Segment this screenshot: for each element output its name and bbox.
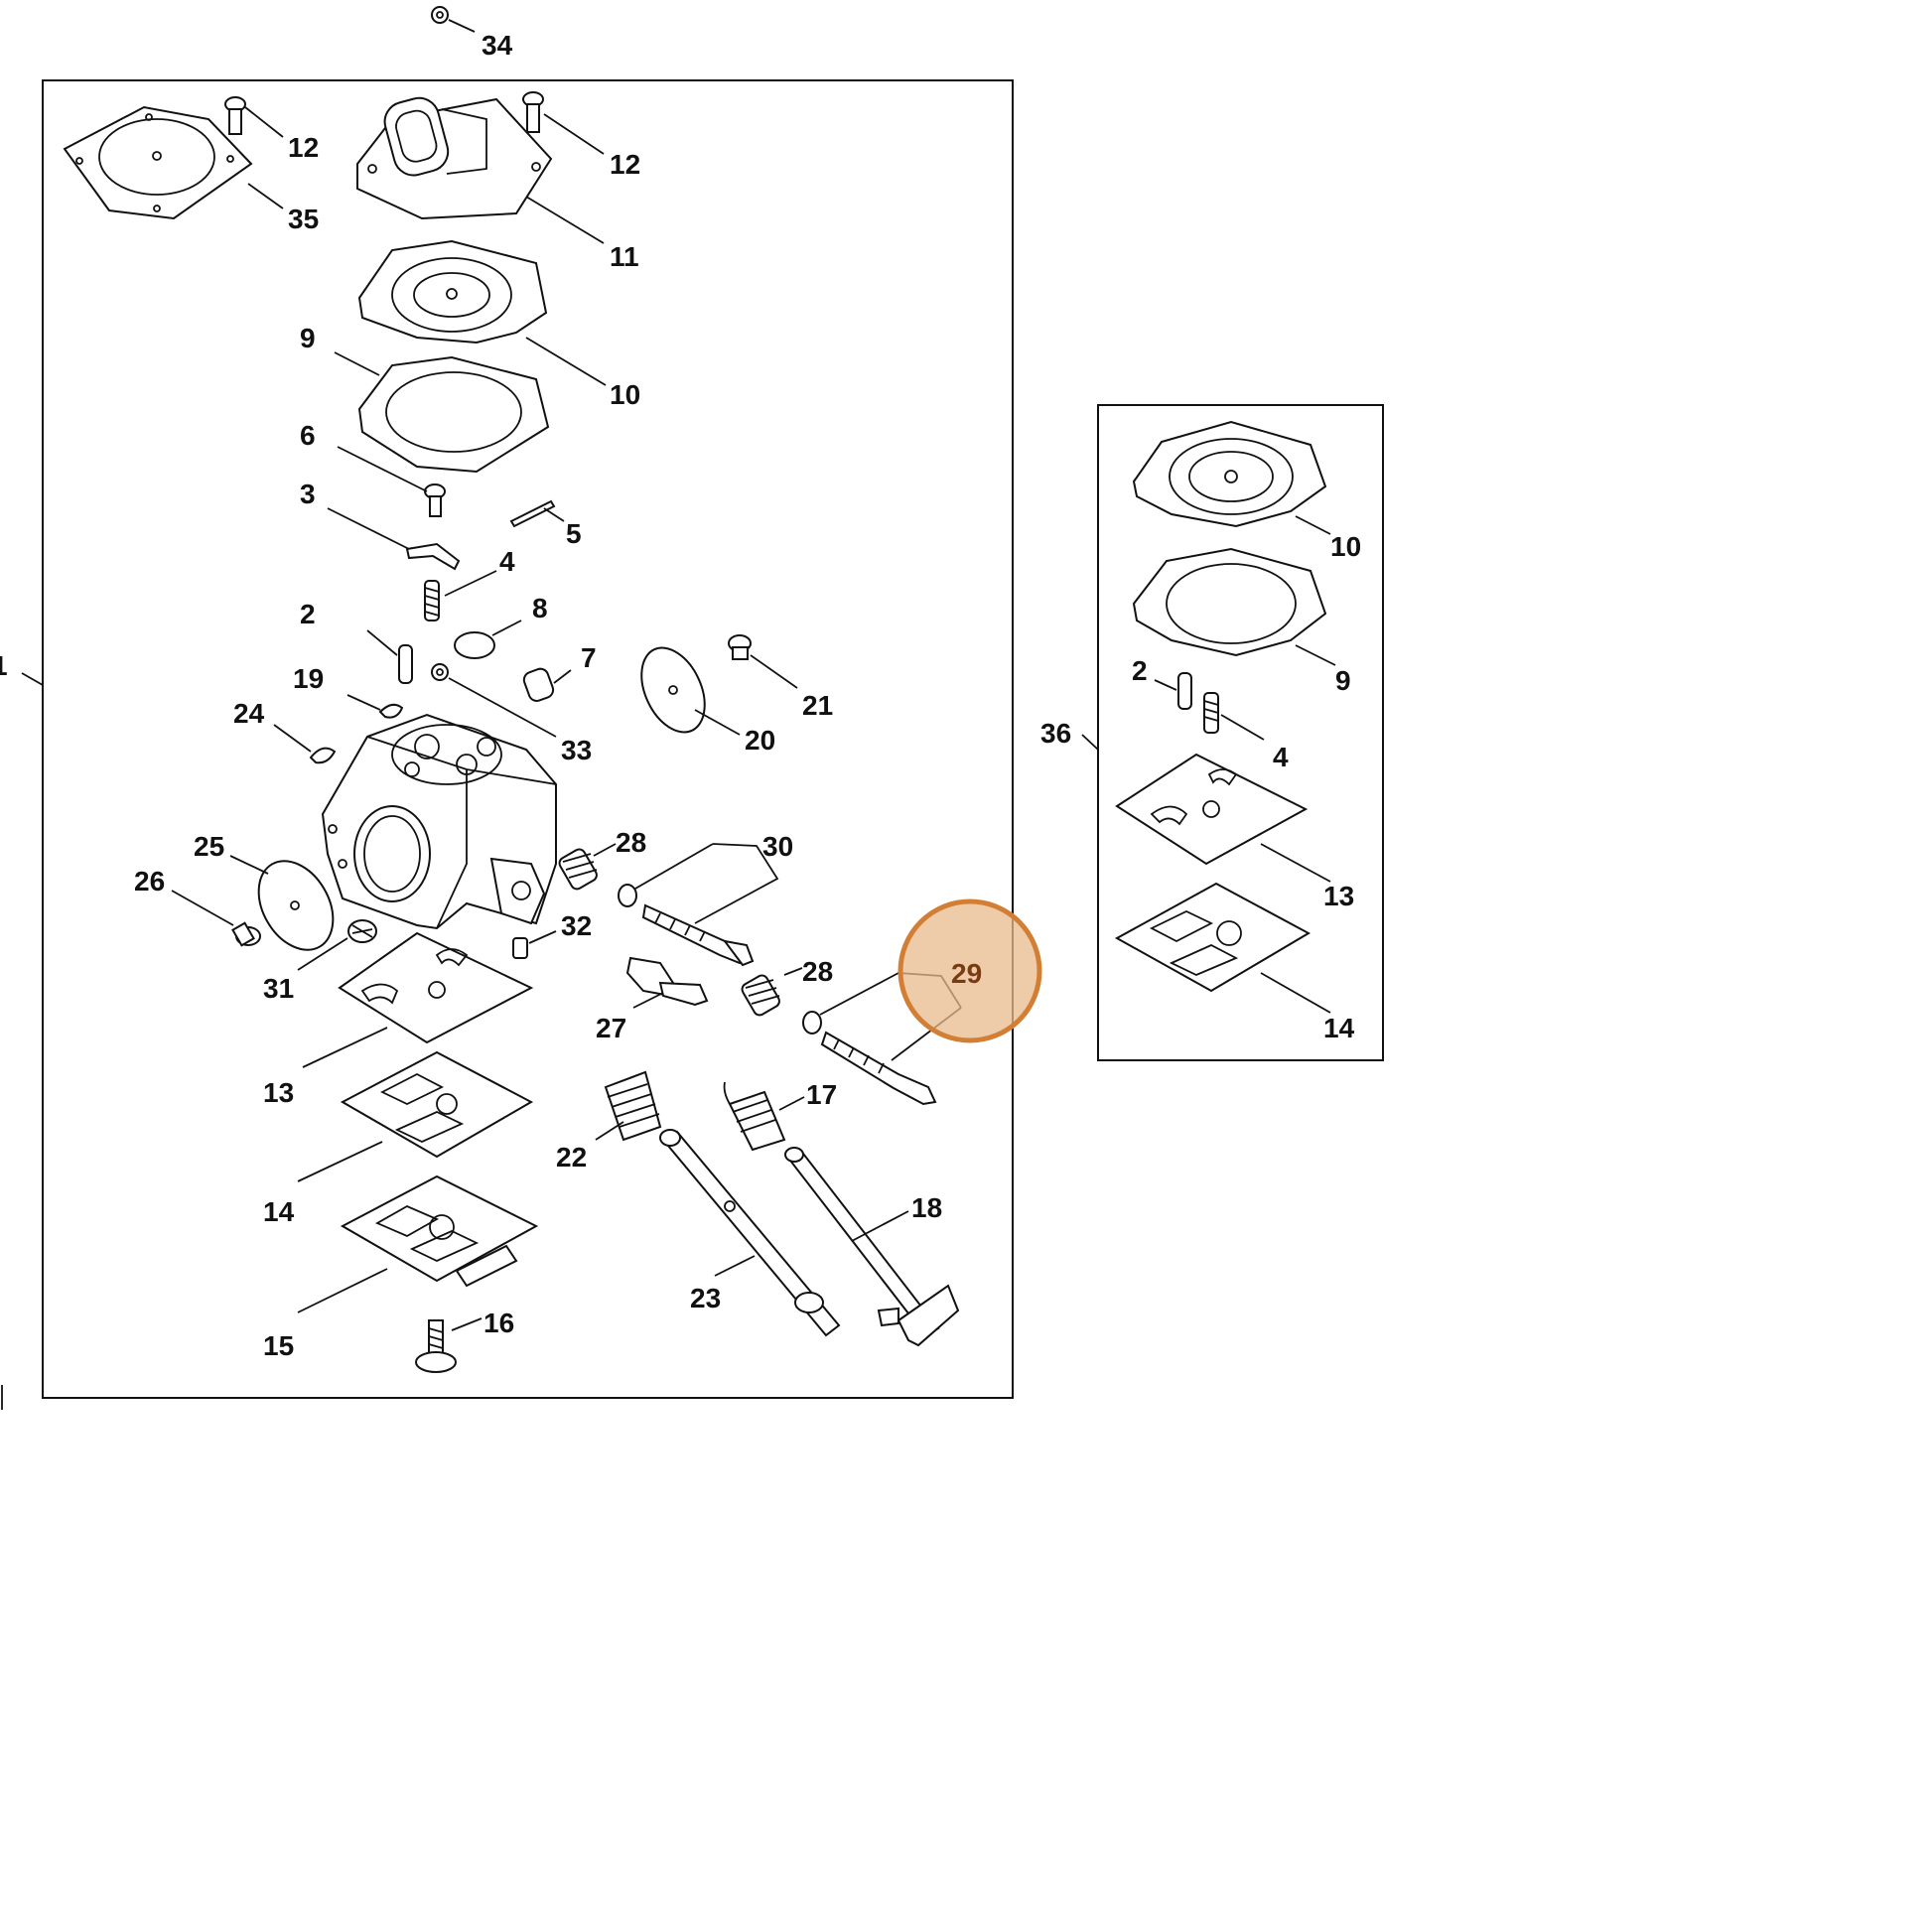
part-28-spring-lower xyxy=(741,967,803,1017)
part-34-nut xyxy=(431,6,476,33)
kit-frame xyxy=(1097,404,1384,1061)
label-34: 34 xyxy=(482,30,513,61)
label-20: 20 xyxy=(745,725,775,756)
part-26-screw xyxy=(171,890,261,947)
leader-1 xyxy=(21,672,44,686)
kit-part-13-diaphragm xyxy=(1115,753,1331,883)
part-2-needle xyxy=(366,629,413,684)
label-10: 10 xyxy=(610,379,640,410)
part-14-gasket xyxy=(297,1050,534,1182)
kit-part-10-diaphragm xyxy=(1132,420,1331,535)
kit-part-14-gasket xyxy=(1114,882,1331,1014)
part-13-metering-diaphragm xyxy=(302,931,534,1068)
part-28-spring-upper xyxy=(558,843,617,891)
part-35-cover xyxy=(63,105,284,220)
label-8: 8 xyxy=(532,593,548,623)
label-6: 6 xyxy=(300,420,316,451)
label-30: 30 xyxy=(762,831,793,862)
kit-label-9: 9 xyxy=(1335,665,1351,696)
part-17-spring xyxy=(723,1081,805,1152)
part-10-diaphragm xyxy=(357,239,607,386)
part-4-spring xyxy=(424,570,497,621)
kit-part-4-spring xyxy=(1203,692,1265,741)
label-29[interactable]: 29 xyxy=(951,958,982,989)
label-35: 35 xyxy=(288,204,319,234)
part-15-metering-cover xyxy=(297,1174,539,1313)
label-26: 26 xyxy=(134,866,165,897)
part-3-lever xyxy=(327,507,461,571)
kit-label-36: 36 xyxy=(1040,718,1071,749)
part-32-sleeve xyxy=(512,930,557,959)
part-8-plug xyxy=(454,620,522,659)
label-28-upper: 28 xyxy=(616,827,646,858)
part-18-throttle-shaft xyxy=(784,1147,960,1347)
label-1: 1 xyxy=(0,650,8,681)
part-7-bushing xyxy=(522,667,572,702)
label-32: 32 xyxy=(561,910,592,941)
label-9: 9 xyxy=(300,323,316,353)
label-31: 31 xyxy=(263,973,294,1004)
label-23: 23 xyxy=(690,1283,721,1313)
kit-label-4: 4 xyxy=(1273,742,1289,772)
label-28-lower: 28 xyxy=(802,956,833,987)
kit-label-13: 13 xyxy=(1323,881,1354,911)
part-5-pin xyxy=(509,499,565,528)
label-18: 18 xyxy=(911,1192,942,1223)
label-27: 27 xyxy=(596,1013,626,1043)
label-17: 17 xyxy=(806,1079,837,1110)
label-16: 16 xyxy=(483,1308,514,1338)
label-7: 7 xyxy=(581,642,597,673)
label-2: 2 xyxy=(300,599,316,629)
part-oring-upper xyxy=(618,843,714,907)
highlight-circle[interactable] xyxy=(897,898,1042,1043)
label-12-right: 12 xyxy=(610,149,640,180)
label-19: 19 xyxy=(293,663,324,694)
part-1-carburetor-body xyxy=(321,713,557,930)
part-16-screw xyxy=(415,1317,483,1373)
part-27-needle xyxy=(625,956,709,1009)
part-20-throttle-plate xyxy=(640,646,741,736)
label-33: 33 xyxy=(561,735,592,765)
kit-label-10: 10 xyxy=(1330,531,1361,562)
label-21: 21 xyxy=(802,690,833,721)
part-19-clip xyxy=(346,694,404,719)
part-31-spring xyxy=(297,919,377,971)
label-4: 4 xyxy=(499,546,515,577)
label-13: 13 xyxy=(263,1077,294,1108)
label-24: 24 xyxy=(233,698,265,729)
part-29-oring-and-needle[interactable] xyxy=(802,972,962,1106)
part-21-screw xyxy=(728,634,798,689)
label-25: 25 xyxy=(194,831,224,862)
label-22: 22 xyxy=(556,1142,587,1173)
label-3: 3 xyxy=(300,479,316,509)
label-12-left: 12 xyxy=(288,132,319,163)
label-15: 15 xyxy=(263,1330,294,1361)
part-6-screw xyxy=(337,446,446,517)
kit-part-9-gasket xyxy=(1132,547,1336,666)
part-25-choke-plate xyxy=(229,855,335,951)
label-11: 11 xyxy=(610,241,639,272)
part-30-idle-needle xyxy=(641,843,779,967)
part-12-screw-right xyxy=(522,91,605,155)
part-23-choke-shaft xyxy=(659,1129,841,1337)
kit-label-2: 2 xyxy=(1132,655,1148,686)
part-12-screw-left xyxy=(224,96,284,138)
part-33-nut xyxy=(431,663,557,738)
label-5: 5 xyxy=(566,518,582,549)
kit-part-2-needle xyxy=(1154,672,1192,710)
part-22-spring xyxy=(595,1070,662,1142)
label-14: 14 xyxy=(263,1196,295,1227)
kit-label-14: 14 xyxy=(1323,1013,1355,1043)
part-24-clip xyxy=(273,724,337,764)
part-11-pump-cover xyxy=(356,96,605,244)
part-9-gasket xyxy=(334,351,550,474)
